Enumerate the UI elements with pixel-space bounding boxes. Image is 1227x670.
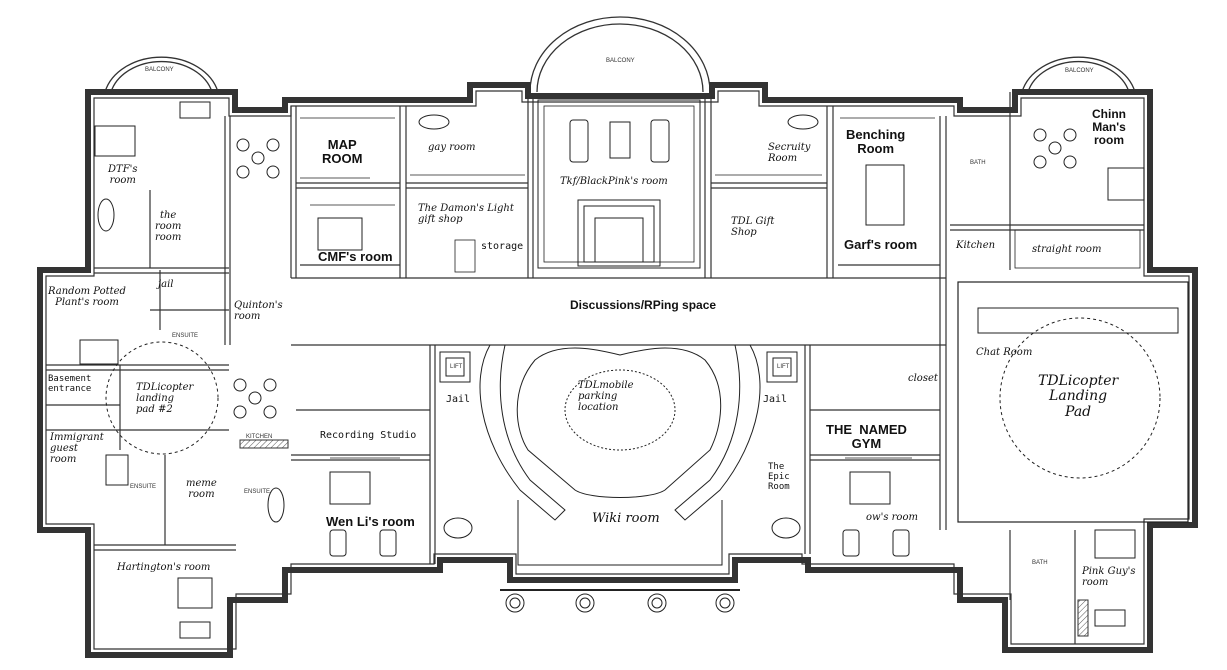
wiki-room [500, 500, 740, 613]
room-discussions-rping[interactable]: Discussions/RPing space [570, 298, 717, 312]
room-tdlmobile-parking[interactable]: TDLmobile parking location [578, 380, 634, 413]
room-tdlicopter-landing-pad[interactable]: TDLicopter Landing Pad [1038, 373, 1119, 420]
room-basement-entrance[interactable]: Basement entrance [48, 374, 92, 394]
outer-walls [37, 82, 1198, 658]
room-security[interactable]: Secruity Room [768, 142, 811, 164]
balcony-label-center: BALCONY [606, 58, 635, 64]
room-damons-light[interactable]: The Damon's Light gift shop [418, 203, 514, 225]
room-jail-left[interactable]: jail [158, 279, 174, 290]
room-ow[interactable]: ow's room [866, 512, 918, 523]
room-tdlicopter-pad-2[interactable]: TDLicopter landing pad #2 [136, 382, 194, 415]
bath-label-pink: BATH [1032, 560, 1048, 566]
room-tdl-gift-shop[interactable]: TDL Gift Shop [731, 216, 775, 238]
room-gay-room[interactable]: gay room [428, 142, 476, 153]
ensuite-label-1: ENSUITE [172, 333, 199, 339]
room-chat-room[interactable]: Chat Room [976, 347, 1033, 358]
inner-walls [45, 90, 1190, 650]
room-epic[interactable]: The Epic Room [768, 462, 790, 492]
room-the-named-gym[interactable]: THE NAMED GYM [826, 422, 907, 452]
room-random-potted-plant[interactable]: Random Potted Plant's room [48, 286, 126, 308]
room-quinton[interactable]: Quinton's room [234, 300, 283, 322]
room-wiki[interactable]: Wiki room [592, 511, 660, 526]
balcony-label-left: BALCONY [145, 67, 174, 73]
ensuite-label-2: ENSUITE [130, 484, 157, 490]
room-immigrant-guest[interactable]: Immigrant guest room [50, 432, 104, 465]
room-meme[interactable]: meme room [186, 478, 217, 500]
room-closet[interactable]: closet [908, 373, 938, 384]
room-dtf[interactable]: DTF's room [108, 164, 138, 186]
room-storage[interactable]: storage [481, 241, 524, 252]
room-wen-li[interactable]: Wen Li's room [326, 514, 415, 529]
room-jail-center-left[interactable]: Jail [446, 394, 471, 405]
table-groups [179, 101, 1126, 639]
room-straight[interactable]: straight room [1032, 244, 1102, 255]
room-benching[interactable]: Benching Room [846, 127, 906, 157]
bathtubs [97, 114, 819, 539]
room-hartington[interactable]: Hartington's room [117, 562, 211, 573]
lift-label-left: LIFT [450, 364, 463, 370]
balcony-arcs [104, 16, 1136, 93]
kitchen-small-label: KITCHEN [246, 434, 273, 440]
lifts [439, 351, 798, 383]
room-tkf-blackpink[interactable]: Tkf/BlackPink's room [560, 176, 668, 187]
room-pink-guy[interactable]: Pink Guy's room [1082, 566, 1136, 588]
room-garf[interactable]: Garf's room [844, 237, 918, 252]
ensuite-label-3: ENSUITE [244, 489, 271, 495]
lift-label-right: LIFT [777, 364, 790, 370]
room-recording-studio[interactable]: Recording Studio [320, 430, 417, 441]
grand-staircase [479, 344, 761, 521]
room-chinn-man[interactable]: Chinn Man's room [1092, 107, 1126, 148]
room-the-room[interactable]: the room room [155, 210, 182, 243]
bath-label-right: BATH [970, 160, 986, 166]
balcony-label-right: BALCONY [1065, 68, 1094, 74]
helipads [105, 281, 1189, 523]
room-jail-center-right[interactable]: Jail [763, 394, 788, 405]
room-cmf[interactable]: CMF's room [318, 249, 393, 264]
misc-lines [300, 117, 1141, 459]
grand-hall [537, 99, 701, 269]
beds [79, 125, 1145, 609]
room-map-room[interactable]: MAP ROOM [322, 137, 363, 167]
room-kitchen[interactable]: Kitchen [956, 240, 996, 251]
